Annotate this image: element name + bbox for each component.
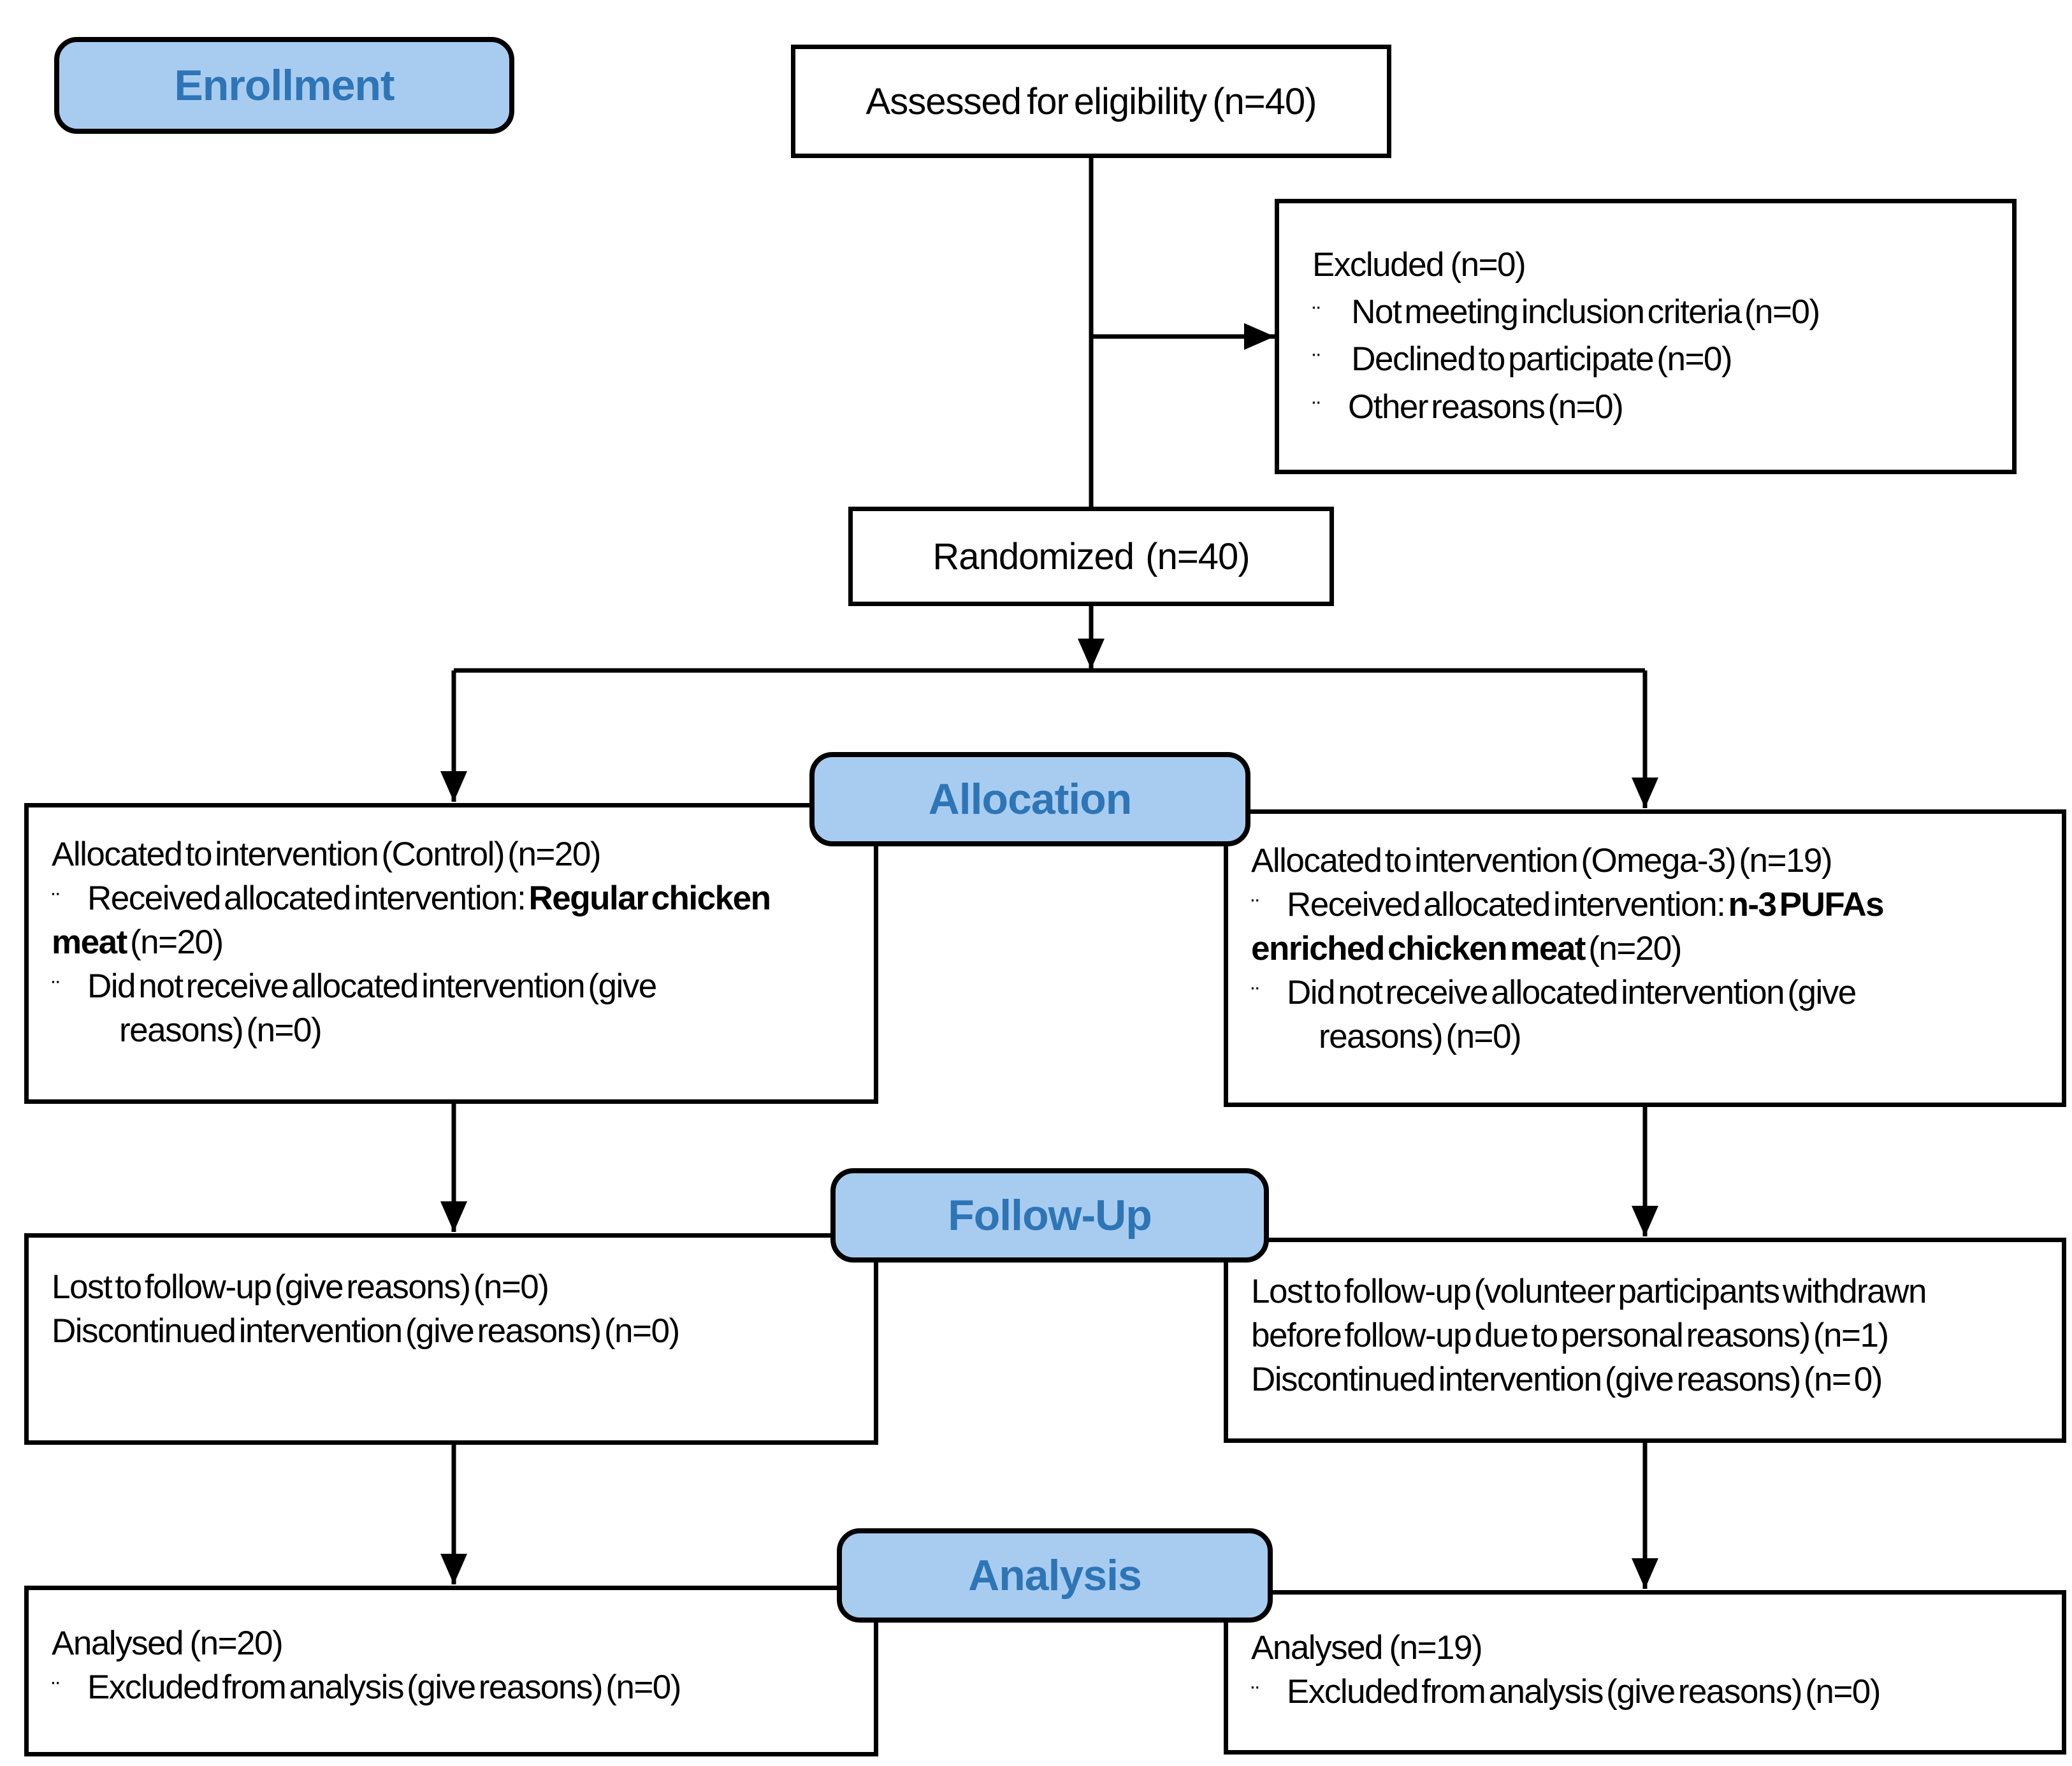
bullet-icon: ¨ xyxy=(1251,894,1259,922)
text-line: ¨ Received allocated intervention: n-3 PU… xyxy=(1251,883,2047,927)
text-line: Analysed (n=20) xyxy=(52,1622,859,1666)
stage-pill-allocation: Allocation xyxy=(809,752,1250,846)
bullet-icon: ¨ xyxy=(1312,301,1321,329)
text-segment: Allocated to intervention (Control) (n=2… xyxy=(52,836,601,873)
text-segment: Declined to participate (n=0) xyxy=(1348,340,1732,379)
text-segment: Lost to follow-up (volunteer participant… xyxy=(1251,1273,1927,1310)
text-line: Lost to follow-up (volunteer participant… xyxy=(1251,1270,2047,1314)
bullet-icon: ¨ xyxy=(1312,396,1321,424)
stage-pill-analysis: Analysis xyxy=(837,1528,1273,1623)
text-line: ¨ Not meeting inclusion criteria (n=0) xyxy=(1312,289,1993,336)
text-segment-bold: n-3 PUFAs xyxy=(1728,885,1885,923)
text-line: ¨ Declined to participate (n=0) xyxy=(1312,336,1993,383)
text-line: reasons) (n=0) xyxy=(1251,1015,2047,1059)
box-assessed-for-eligibility: Assessed for eligibility (n=40) xyxy=(791,45,1391,158)
text-line: Excluded (n=0) xyxy=(1312,242,1993,289)
text-line: Allocated to intervention (Omega-3) (n=1… xyxy=(1251,839,2047,883)
stage-pill-followup: Follow-Up xyxy=(830,1168,1269,1263)
text-segment: Discontinued intervention (give reasons)… xyxy=(52,1312,680,1350)
text-segment: Analysed (n=19) xyxy=(1251,1629,1483,1667)
text-segment: Excluded from analysis (give reasons) (n… xyxy=(87,1668,681,1706)
text-line: enriched chicken meat (n=20) xyxy=(1251,927,2047,971)
stage-label-allocation: Allocation xyxy=(928,775,1133,823)
text-segment: Discontinued intervention (give reasons)… xyxy=(1251,1360,1883,1398)
text-line: Analysed (n=19) xyxy=(1251,1626,2047,1670)
bullet-icon: ¨ xyxy=(52,975,60,1003)
box-randomized: Randomized (n=40) xyxy=(848,507,1334,606)
stage-pill-enrollment: Enrollment xyxy=(54,37,514,134)
bullet-icon: ¨ xyxy=(1251,981,1259,1010)
text-segment: Lost to follow-up (give reasons) (n=0) xyxy=(52,1268,549,1306)
text-segment: (n=20) xyxy=(126,923,224,961)
randomized-text: Randomized (n=40) xyxy=(932,535,1250,577)
text-line: reasons) (n=0) xyxy=(52,1009,859,1053)
text-line: Lost to follow-up (give reasons) (n=0) xyxy=(52,1266,859,1310)
text-segment: Excluded (n=0) xyxy=(1312,246,1526,284)
text-segment: Did not receive allocated intervention (… xyxy=(1287,973,1857,1011)
stage-label-enrollment: Enrollment xyxy=(174,61,395,110)
box-followup-control: Lost to follow-up (give reasons) (n=0) Di… xyxy=(24,1233,878,1445)
text-line: ¨ Did not receive allocated intervention … xyxy=(52,965,859,1009)
text-segment: Received allocated intervention: xyxy=(87,879,529,917)
text-line: Discontinued intervention (give reasons)… xyxy=(52,1310,859,1354)
stage-label-analysis: Analysis xyxy=(968,1551,1142,1600)
text-segment-bold: Regular chicken xyxy=(528,879,771,917)
text-line: before follow-up due to personal reasons… xyxy=(1251,1314,2047,1358)
text-line: ¨ Excluded from analysis (give reasons) (… xyxy=(1251,1670,2047,1714)
text-line: meat (n=20) xyxy=(52,921,859,965)
box-allocation-control: Allocated to intervention (Control) (n=2… xyxy=(24,803,878,1104)
text-segment: Not meeting inclusion criteria (n=0) xyxy=(1348,293,1820,331)
text-segment-bold: enriched chicken meat xyxy=(1251,929,1586,967)
text-segment: Allocated to intervention (Omega-3) (n=1… xyxy=(1251,842,1833,879)
text-segment: Received allocated intervention: xyxy=(1287,885,1728,923)
text-line: ¨ Excluded from analysis (give reasons) (… xyxy=(52,1666,859,1710)
text-segment: before follow-up due to personal reasons… xyxy=(1251,1316,1889,1354)
box-followup-omega3: Lost to follow-up (volunteer participant… xyxy=(1224,1238,2066,1443)
bullet-icon: ¨ xyxy=(1312,349,1321,377)
box-analysis-control: Analysed (n=20) ¨ Excluded from analysis (… xyxy=(24,1586,878,1756)
text-line: Discontinued intervention (give reasons)… xyxy=(1251,1358,2047,1402)
text-segment: Analysed (n=20) xyxy=(52,1625,284,1662)
box-allocation-omega3: Allocated to intervention (Omega-3) (n=1… xyxy=(1224,809,2066,1107)
text-segment: Other reasons (n=0) xyxy=(1348,387,1624,426)
stage-label-followup: Follow-Up xyxy=(948,1191,1152,1240)
text-segment: reasons) (n=0) xyxy=(119,1011,322,1049)
assessed-text: Assessed for eligibility (n=40) xyxy=(866,80,1317,122)
bullet-icon: ¨ xyxy=(1251,1681,1259,1709)
text-line: Allocated to intervention (Control) (n=2… xyxy=(52,833,859,877)
bullet-icon: ¨ xyxy=(52,1676,60,1704)
text-segment: Did not receive allocated intervention (… xyxy=(87,967,657,1005)
box-excluded: Excluded (n=0) ¨ Not meeting inclusion cr… xyxy=(1275,199,2017,474)
text-segment: Excluded from analysis (give reasons) (n… xyxy=(1287,1672,1881,1711)
text-line: ¨ Other reasons (n=0) xyxy=(1312,384,1993,431)
text-line: ¨ Did not receive allocated intervention … xyxy=(1251,971,2047,1015)
box-analysis-omega3: Analysed (n=19) ¨ Excluded from analysis (… xyxy=(1224,1590,2066,1755)
text-line: ¨ Received allocated intervention: Regula… xyxy=(52,877,859,921)
text-segment: (n=20) xyxy=(1584,929,1682,967)
bullet-icon: ¨ xyxy=(52,887,60,915)
text-segment: reasons) (n=0) xyxy=(1319,1017,1522,1055)
text-segment-bold: meat xyxy=(52,923,127,961)
